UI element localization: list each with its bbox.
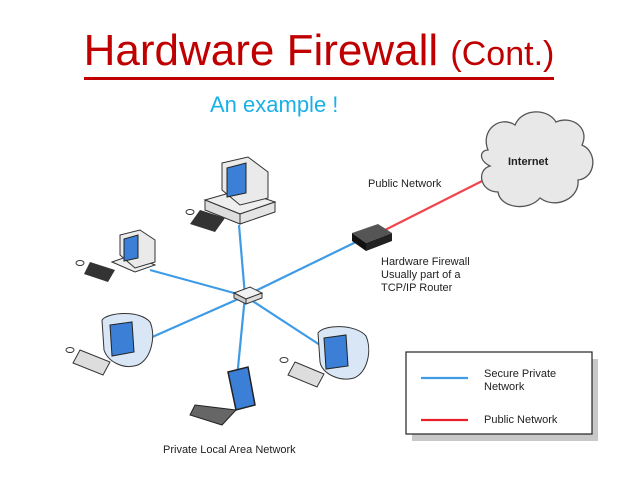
link-top-pc xyxy=(237,224,247,297)
internet-cloud-icon xyxy=(480,111,594,208)
hub-icon xyxy=(232,286,264,305)
link-left-imac xyxy=(149,294,246,340)
public-link xyxy=(384,172,499,231)
legend-label-secure-2: Network xyxy=(484,381,525,393)
firewall-device-icon xyxy=(352,224,392,251)
desktop-pc-icon xyxy=(75,229,157,282)
public-network-label: Public Network xyxy=(368,178,442,190)
slide-title: Hardware Firewall (Cont.) xyxy=(0,26,638,80)
secure-links xyxy=(149,224,357,379)
firewall-label-line2: Usually part of a xyxy=(381,269,461,281)
internet-label: Internet xyxy=(508,156,549,168)
imac-icon xyxy=(279,326,370,388)
firewall-label-line1: Hardware Firewall xyxy=(381,256,470,268)
laptop-icon xyxy=(189,366,256,426)
legend-label-secure-1: Secure Private xyxy=(484,368,557,380)
title-sub: (Cont.) xyxy=(450,35,555,73)
link-firewall xyxy=(244,241,357,297)
desktop-pc-icon xyxy=(185,156,277,232)
imac-icon xyxy=(65,313,154,376)
link-laptop xyxy=(235,295,247,379)
link-left-pc xyxy=(149,268,246,298)
title-main: Hardware Firewall xyxy=(83,26,439,75)
legend xyxy=(405,351,598,441)
slide-subtitle: An example ! xyxy=(210,92,339,117)
link-right-imac xyxy=(244,295,321,346)
lan-label: Private Local Area Network xyxy=(163,444,296,456)
legend-label-public: Public Network xyxy=(484,414,558,426)
firewall-label-line3: TCP/IP Router xyxy=(381,282,453,294)
